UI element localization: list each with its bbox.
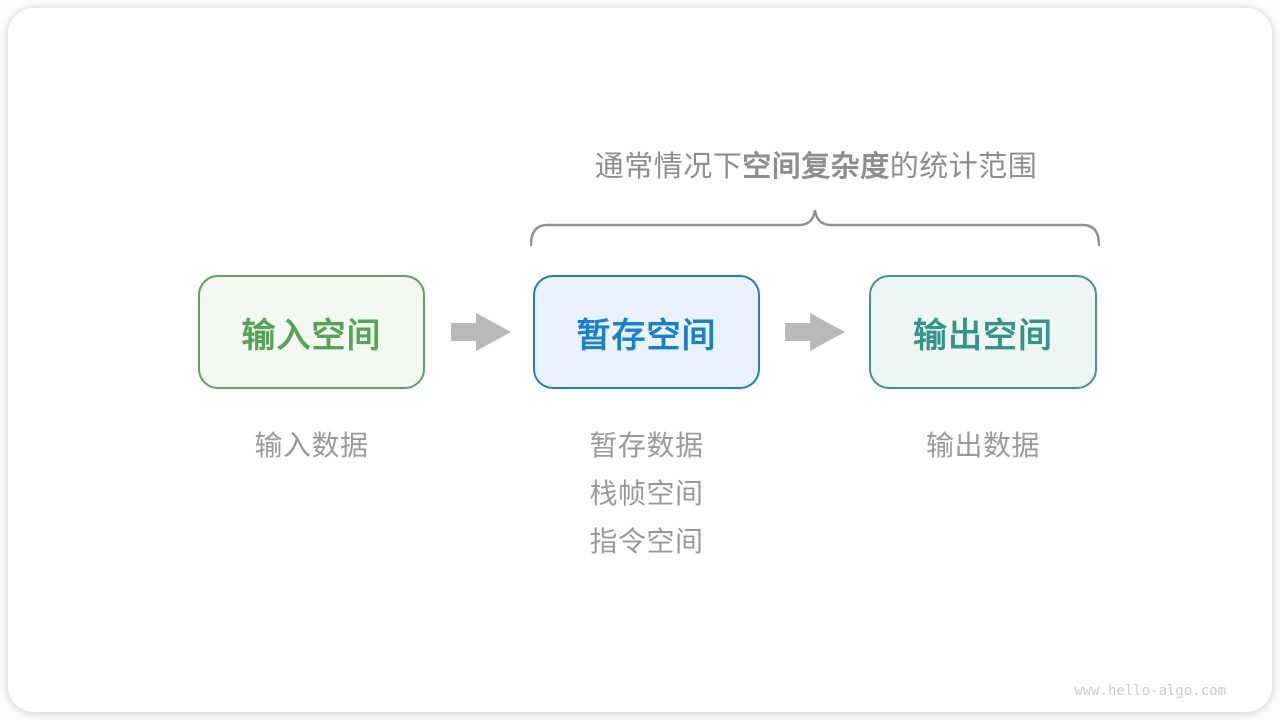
arrow-right-icon bbox=[451, 313, 511, 351]
diagram-card: 通常情况下空间复杂度的统计范围 输入空间 暂存空间 输出空间 输入数据 暂存数据… bbox=[8, 8, 1272, 712]
temp-notes: 暂存数据 栈帧空间 指令空间 bbox=[533, 432, 760, 556]
arrow-right-icon bbox=[785, 313, 845, 351]
diagram-canvas: 通常情况下空间复杂度的统计范围 输入空间 暂存空间 输出空间 输入数据 暂存数据… bbox=[8, 8, 1272, 712]
temp-space-box: 暂存空间 bbox=[533, 275, 760, 389]
output-data-note: 输出数据 bbox=[925, 430, 1040, 461]
temp-data-note: 暂存数据 bbox=[589, 430, 704, 461]
title-prefix: 通常情况下 bbox=[594, 151, 743, 183]
input-space-label: 输入空间 bbox=[241, 316, 382, 355]
diagram-title: 通常情况下空间复杂度的统计范围 bbox=[528, 151, 1104, 184]
output-space-box: 输出空间 bbox=[869, 275, 1097, 389]
temp-space-label: 暂存空间 bbox=[576, 316, 717, 355]
title-emphasis: 空间复杂度 bbox=[742, 151, 890, 183]
title-suffix: 的统计范围 bbox=[889, 151, 1038, 183]
stack-frame-note: 栈帧空间 bbox=[589, 478, 704, 509]
scope-brace bbox=[530, 209, 1100, 247]
site-watermark: www.hello-algo.com bbox=[1074, 683, 1226, 699]
instruction-note: 指令空间 bbox=[589, 526, 704, 557]
input-data-note: 输入数据 bbox=[254, 430, 369, 461]
input-space-box: 输入空间 bbox=[198, 275, 425, 389]
output-space-label: 输出空间 bbox=[913, 316, 1053, 355]
